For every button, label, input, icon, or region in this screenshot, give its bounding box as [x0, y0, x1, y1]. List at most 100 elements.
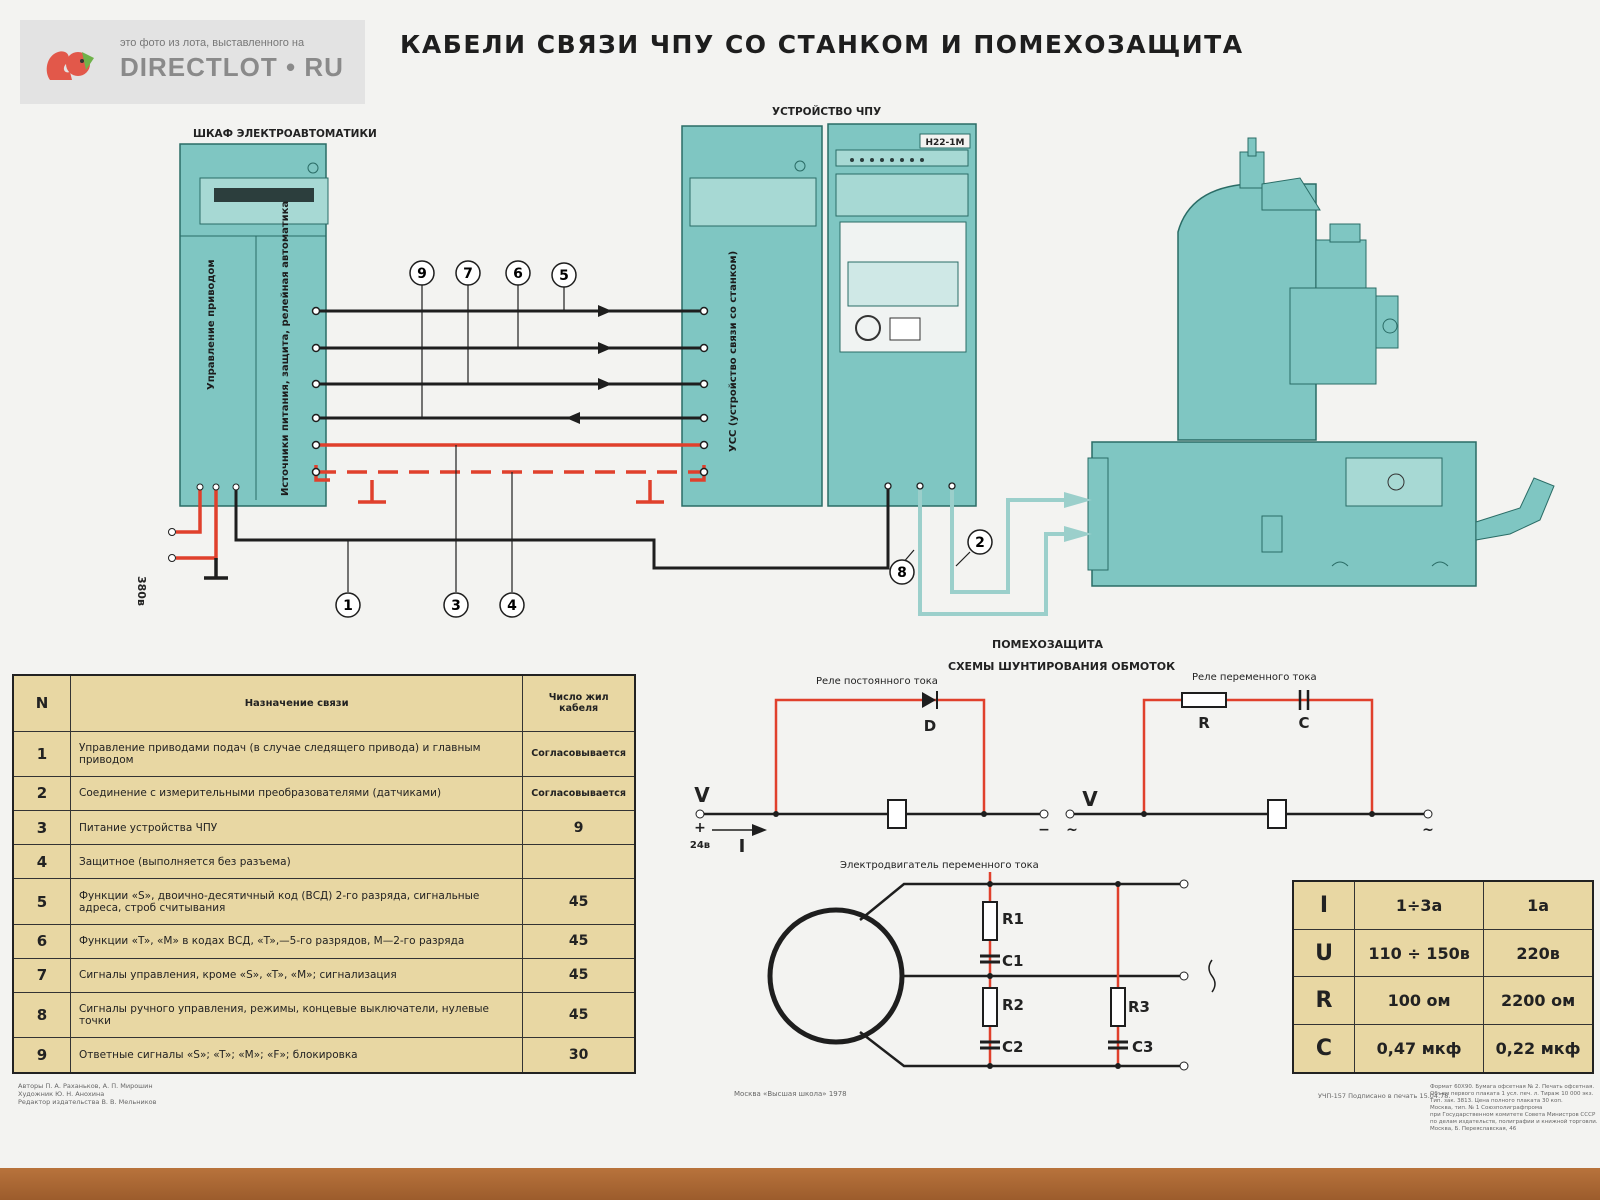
header-purpose: Назначение связи — [69, 674, 524, 732]
row-cores: 45 — [522, 957, 636, 994]
param-ac-value: 1а — [1483, 880, 1594, 930]
row-number: 4 — [12, 844, 71, 880]
row-number: 3 — [12, 809, 71, 846]
row-cores: 45 — [522, 923, 636, 959]
cable-number: 2 — [975, 535, 985, 551]
cable-number: 5 — [559, 268, 569, 284]
footer-credits: Авторы П. А. Раханьков, А. П. Мирошин Ху… — [18, 1082, 157, 1106]
cabinet-title: ШКАФ ЭЛЕКТРОАВТОМАТИКИ — [193, 128, 377, 140]
cable-marker-1: 1 — [335, 592, 361, 618]
row-number: 2 — [12, 775, 71, 811]
row-purpose: Функции «T», «M» в кодах ВСД, «T»,—5-го … — [69, 923, 524, 959]
ucc-label: УСС (устройство связи со станком) — [728, 250, 739, 452]
cable-number: 9 — [417, 266, 427, 282]
param-key: U — [1292, 928, 1355, 978]
param-key: I — [1292, 880, 1355, 930]
row-cores: 45 — [522, 878, 636, 925]
squirrel-logo-icon — [46, 51, 94, 80]
row-cores: 45 — [522, 992, 636, 1039]
cable-marker-5: 5 — [551, 262, 577, 288]
direction-arrows — [566, 305, 612, 424]
signal-cables — [316, 309, 704, 420]
footer-imprint: Формат 60Х90. Бумага офсетная № 2. Печат… — [1430, 1084, 1598, 1132]
cable-marker-3: 3 — [443, 592, 469, 618]
cable-marker-9: 9 — [409, 260, 435, 286]
voltage-380-label: 380в — [135, 576, 148, 606]
motor-label: Электродвигатель переменного тока — [840, 860, 1039, 871]
row-purpose: Сигналы управления, кроме «S», «T», «M»;… — [69, 957, 524, 994]
row-cores: Согласовывается — [522, 775, 636, 811]
row-cores — [522, 844, 636, 880]
dc-relay-circuit: D V + 24в I − — [690, 691, 1050, 857]
header-cores: Число жил кабеля — [522, 674, 636, 732]
c3-label: C3 — [1132, 1038, 1153, 1056]
cable-marker-7: 7 — [455, 260, 481, 286]
param-ac-value: 0,22 мкф — [1483, 1024, 1594, 1074]
dc-relay-label: Реле постоянного тока — [816, 676, 938, 687]
ac-symbol: ~ — [1066, 822, 1078, 838]
row-purpose: Управление приводами подач (в случае сле… — [69, 730, 524, 777]
cable-number: 7 — [463, 266, 473, 282]
row-cores: 9 — [522, 809, 636, 846]
footer-publisher: Москва «Высшая школа» 1978 — [734, 1090, 847, 1098]
diode-label: D — [924, 717, 936, 735]
wiring-diagram: Н22-1М — [168, 123, 1555, 1071]
cabinet-left-label: Управление приводом — [206, 259, 217, 390]
param-ac-value: 2200 ом — [1483, 976, 1594, 1026]
cnc-model-label: Н22-1М — [925, 138, 964, 148]
row-number: 5 — [12, 878, 71, 925]
row-number: 9 — [12, 1037, 71, 1074]
table-header-row: N Назначение связи Число жил кабеля — [12, 674, 636, 732]
row-purpose: Питание устройства ЧПУ — [69, 809, 524, 846]
c1-label: C1 — [1002, 952, 1023, 970]
automation-cabinet — [179, 143, 329, 507]
cable-number: 1 — [343, 598, 353, 614]
voltage-label: V — [1082, 787, 1098, 811]
table-surface — [0, 1168, 1600, 1200]
row-number: 8 — [12, 992, 71, 1039]
voltage-24-label: 24в — [690, 840, 710, 851]
sensor-arrows — [1064, 492, 1092, 542]
param-key: C — [1292, 1024, 1355, 1074]
ac-relay-label: Реле переменного тока — [1192, 672, 1317, 683]
row-purpose: Защитное (выполняется без разъема) — [69, 844, 524, 880]
row-purpose: Соединение с измерительными преобразоват… — [69, 775, 524, 811]
row-cores: 30 — [522, 1037, 636, 1074]
minus-label: − — [1038, 822, 1050, 838]
param-ac-value: 220в — [1483, 928, 1594, 978]
row-purpose: Функции «S», двоично-десятичный код (ВСД… — [69, 878, 524, 925]
c2-label: C2 — [1002, 1038, 1023, 1056]
param-dc-value: 110 ÷ 150в — [1353, 928, 1485, 978]
row-number: 1 — [12, 730, 71, 777]
protection-title: ПОМЕХОЗАЩИТА — [992, 638, 1103, 651]
cable-marker-4: 4 — [499, 592, 525, 618]
cnc-title: УСТРОЙСТВО ЧПУ — [772, 106, 882, 118]
footer-order: УЧП-157 Подписано в печать 15.04.78. — [1318, 1092, 1451, 1100]
r1-label: R1 — [1002, 910, 1024, 928]
watermark: это фото из лота, выставленного на DIREC… — [20, 20, 365, 104]
poster-title: КАБЕЛИ СВЯЗИ ЧПУ СО СТАНКОМ И ПОМЕХОЗАЩИ… — [400, 30, 1244, 59]
watermark-caption: это фото из лота, выставленного на — [120, 37, 305, 49]
ac-relay-circuit: R C V ~ ~ — [1065, 690, 1434, 838]
param-key: R — [1292, 976, 1355, 1026]
cable-marker-6: 6 — [505, 260, 531, 286]
cable-number: 8 — [897, 565, 907, 581]
cable-number: 6 — [513, 266, 523, 282]
cable-marker-8: 8 — [889, 559, 915, 585]
row-purpose: Ответные сигналы «S»; «T»; «M»; «F»; бло… — [69, 1037, 524, 1074]
leader-lines — [347, 285, 565, 592]
param-dc-value: 0,47 мкф — [1353, 1024, 1485, 1074]
row-cores: Согласовывается — [522, 730, 636, 777]
ac-symbol: ~ — [1422, 822, 1434, 838]
row-number: 6 — [12, 923, 71, 959]
